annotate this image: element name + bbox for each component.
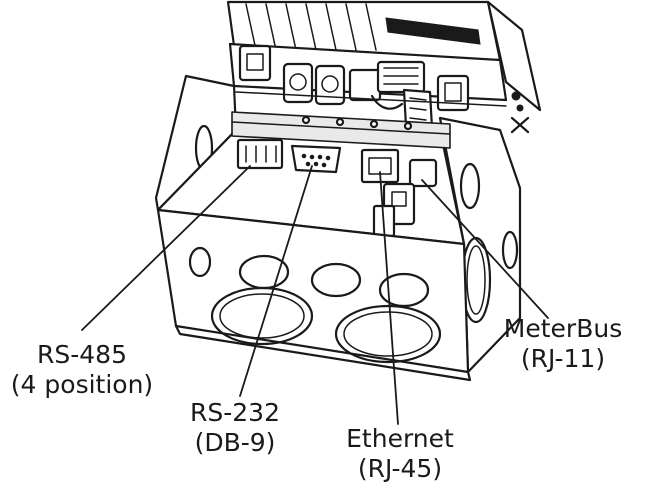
callout-ethernet-detail: (RJ-45): [357, 454, 443, 483]
callout-rs232-name: RS-232: [190, 398, 280, 427]
device-upper-body: [226, 0, 542, 134]
callout-rs232-detail: (DB-9): [194, 428, 276, 457]
callout-ethernet: Ethernet (RJ-45): [330, 424, 470, 484]
callout-meterbus: MeterBus (RJ-11): [488, 314, 638, 374]
callout-meterbus-name: MeterBus: [503, 314, 623, 343]
callout-ethernet-name: Ethernet: [346, 424, 454, 453]
callout-meterbus-detail: (RJ-11): [520, 344, 606, 373]
callout-rs232: RS-232 (DB-9): [170, 398, 300, 458]
leader-rs485: [81, 165, 251, 331]
callout-rs485-detail: (4 position): [10, 370, 154, 399]
terminal-blocks: [228, 42, 508, 130]
callout-rs485: RS-485 (4 position): [0, 340, 164, 400]
callout-rs485-name: RS-485: [37, 340, 127, 369]
leader-lines: [81, 165, 549, 425]
leader-rs232: [239, 165, 313, 397]
leader-meterbus: [421, 179, 549, 319]
leader-ethernet: [379, 171, 399, 425]
